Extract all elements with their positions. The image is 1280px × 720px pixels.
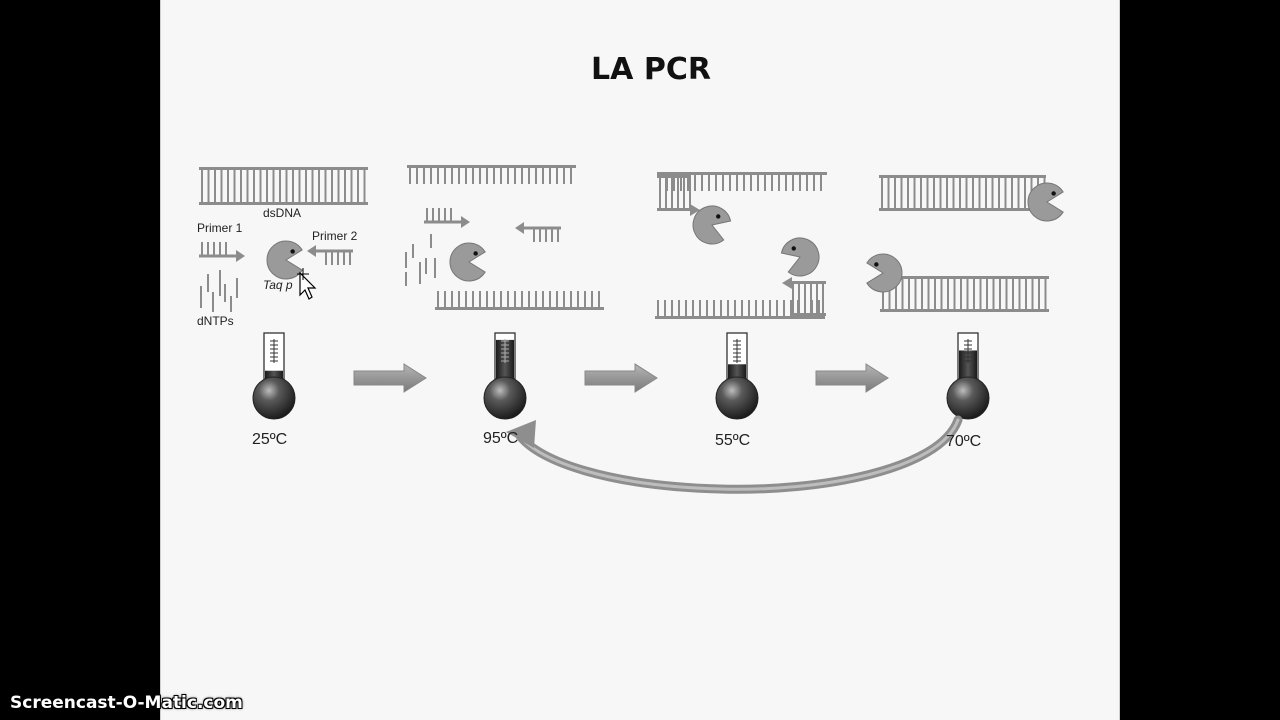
template-strand-top-annealing	[657, 172, 827, 191]
dntp-free-4	[425, 258, 427, 274]
taq-polymerases	[266, 182, 1064, 293]
dntp-5	[230, 296, 232, 312]
slide-title: LA PCR	[591, 52, 711, 87]
dntp-2	[212, 292, 214, 312]
taq-polymerase-annealing-1	[692, 205, 732, 245]
dntp-free-5	[430, 234, 432, 248]
primer-annealed-bottom	[790, 281, 826, 316]
primer1-label: Primer 1	[197, 221, 243, 235]
taq-label: Taq p	[263, 278, 293, 292]
dntp-fragments	[200, 234, 436, 312]
dna-strands	[199, 165, 1049, 319]
screencast-watermark: Screencast-O-Matic.com	[10, 693, 243, 713]
dntp-1	[207, 274, 209, 292]
dntp-3	[219, 270, 221, 296]
thermometer-95c	[483, 332, 527, 420]
template-strand-bottom	[435, 291, 604, 310]
template-strand-top	[407, 165, 576, 184]
step-arrows	[353, 363, 889, 393]
primer-1-icon	[199, 242, 245, 262]
dsdna-molecule	[199, 167, 368, 205]
step-arrow-extension	[815, 363, 889, 393]
dntp-free-2	[412, 244, 414, 258]
mouse-cursor-icon	[297, 268, 317, 300]
dntp-6	[236, 278, 238, 298]
temp-55-label: 55ºC	[715, 432, 750, 449]
dntp-free-0	[405, 252, 407, 268]
dntp-free-6	[434, 258, 436, 278]
primer-annealed-head-top	[690, 204, 700, 216]
dntp-free-3	[419, 262, 421, 284]
thermometers	[252, 332, 990, 420]
template-strand-bottom-annealing	[655, 300, 825, 319]
dntp-0	[200, 286, 202, 308]
primer-annealed-top	[657, 175, 691, 211]
primer2-label: Primer 2	[312, 229, 358, 243]
primers	[199, 204, 792, 289]
thermometer-55c	[715, 332, 759, 420]
dntp-free-1	[405, 272, 407, 286]
taq-polymerase-free	[449, 242, 486, 282]
primer-annealed-head-bottom	[782, 277, 792, 289]
dsdna-label: dsDNA	[263, 206, 301, 220]
dntps-label: dNTPs	[197, 314, 234, 328]
taq-polymerase-extending-1	[1027, 182, 1064, 222]
step-arrow-annealing	[584, 363, 658, 393]
extended-dna-top	[879, 175, 1046, 211]
thermometer-icon	[252, 332, 296, 420]
temp-95-label: 95ºC	[483, 430, 518, 447]
extended-dna-bottom	[880, 276, 1049, 312]
thermometer-70c	[946, 332, 990, 420]
pacman-taq-polymerase-icon	[266, 240, 303, 280]
temp-25-label: 25ºC	[252, 431, 287, 448]
cycle-arrow	[506, 415, 963, 494]
step-arrow-denaturation	[353, 363, 427, 393]
dntp-4	[224, 284, 226, 302]
taq-polymerase-extending-2	[866, 253, 903, 293]
primer-2-icon	[307, 245, 353, 265]
taq-polymerase-annealing-2	[780, 237, 820, 277]
temp-70-label: 70ºC	[946, 433, 981, 450]
primer-2-free	[515, 222, 561, 242]
primer-1-free	[424, 208, 470, 228]
